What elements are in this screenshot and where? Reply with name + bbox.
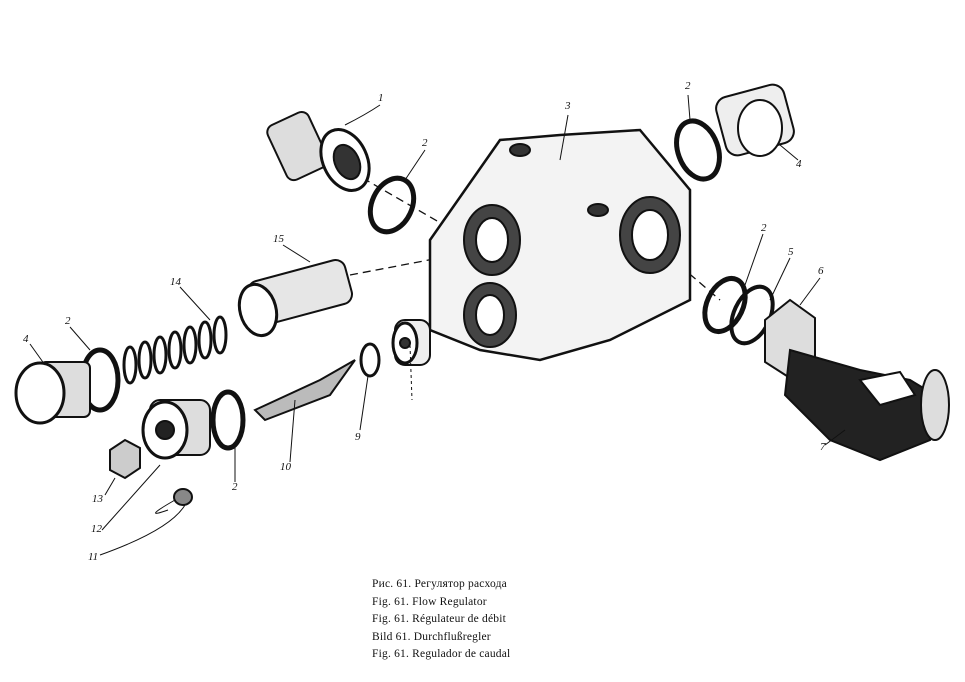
callout-4: 4	[796, 158, 802, 170]
part-2-ring	[367, 175, 417, 235]
callout-10: 10	[280, 461, 291, 473]
part-4-plug-left	[14, 361, 91, 425]
part-3-body	[428, 128, 692, 362]
callout-2: 2	[232, 481, 238, 493]
caption-english: Fig. 61. Flow Regulator	[372, 595, 487, 608]
caption-french: Fig. 61. Régulateur de débit	[372, 613, 506, 625]
part-4-plug	[715, 83, 795, 157]
callout-13: 13	[92, 493, 103, 505]
part-12-bushing	[141, 399, 211, 460]
part-10-needle	[253, 359, 356, 422]
part-7-elbow	[783, 348, 950, 462]
callout-12: 12	[91, 523, 102, 535]
part-2-ring	[674, 118, 722, 182]
callout-9: 9	[355, 431, 361, 443]
callout-4: 4	[23, 333, 29, 345]
callout-7: 7	[820, 441, 826, 453]
part-1-fitting	[266, 110, 371, 192]
callout-2: 2	[422, 137, 428, 149]
part-14-spring	[122, 315, 228, 385]
part-2-ring	[210, 389, 246, 451]
part-13-nut	[109, 438, 141, 480]
callout-2: 2	[685, 80, 691, 92]
callout-5: 5	[788, 246, 794, 258]
caption-german: Bild 61. Durchflußregler	[372, 630, 491, 643]
figure-caption: Рис. 61. Регулятор расхода Fig. 61. Flow…	[372, 576, 510, 664]
part-15-valve	[237, 259, 354, 338]
callout-11: 11	[88, 551, 99, 563]
part-9-ring	[359, 342, 381, 378]
callout-15: 15	[273, 233, 284, 245]
callout-14: 14	[170, 276, 181, 288]
washer	[391, 319, 431, 366]
part-2-ring	[702, 276, 748, 334]
caption-russian: Рис. 61. Регулятор расхода	[372, 578, 507, 590]
callout-6: 6	[818, 265, 824, 277]
callout-1: 1	[378, 92, 384, 104]
callout-3: 3	[565, 100, 571, 112]
leader-lines	[29, 94, 846, 556]
callout-2: 2	[65, 315, 71, 327]
part-11-pin	[155, 488, 193, 514]
caption-spanish: Fig. 61. Regulador de caudal	[372, 648, 511, 660]
callout-2: 2	[761, 222, 767, 234]
